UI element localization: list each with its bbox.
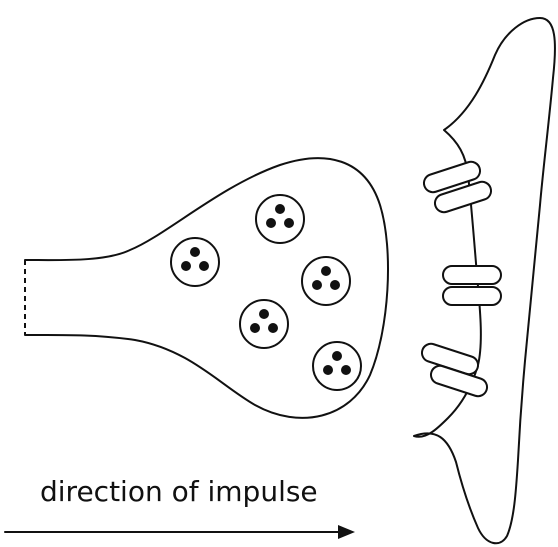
receptor bbox=[422, 159, 494, 214]
vesicle bbox=[302, 257, 350, 305]
vesicle bbox=[313, 342, 361, 390]
receptor bbox=[420, 341, 490, 398]
vesicle bbox=[256, 195, 304, 243]
direction-caption: direction of impulse bbox=[40, 478, 318, 506]
vesicle bbox=[240, 300, 288, 348]
arrow-head bbox=[338, 525, 355, 539]
vesicle bbox=[171, 238, 219, 286]
receptors bbox=[420, 159, 501, 398]
receptor bbox=[443, 266, 501, 305]
synaptic-vesicles bbox=[171, 195, 361, 390]
direction-arrow bbox=[5, 525, 355, 539]
